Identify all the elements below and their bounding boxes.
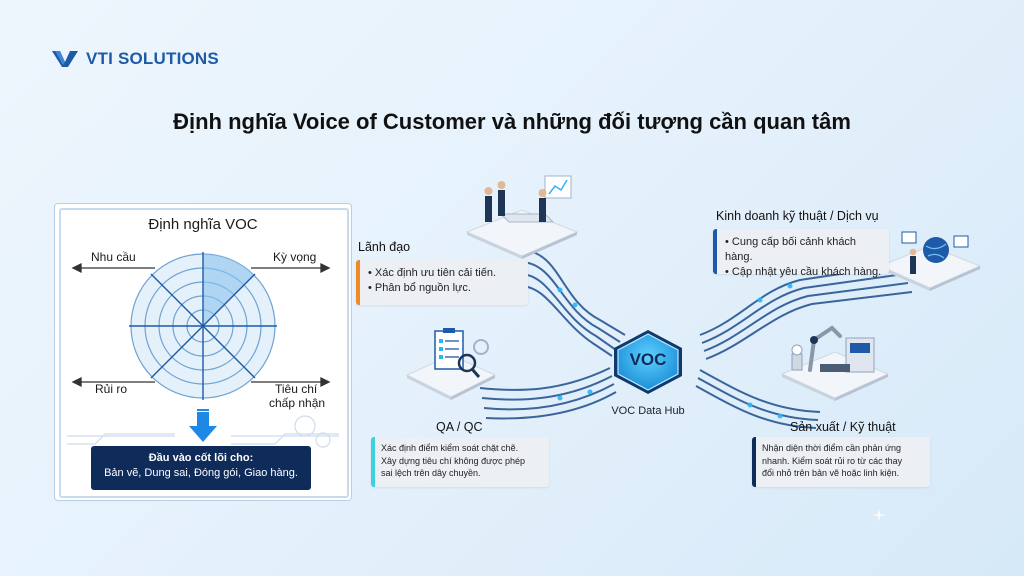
voc-panel-border bbox=[59, 208, 349, 498]
link-production bbox=[699, 369, 821, 413]
qa-line-1: Xác định điểm kiểm soát chặt chẽ. bbox=[381, 443, 519, 453]
voc-radar-diagram bbox=[67, 252, 339, 448]
production-line-3: đổi nhỏ trên bản vẽ hoặc linh kiện. bbox=[762, 468, 900, 478]
production-label: Sản xuất / Kỹ thuật bbox=[790, 420, 896, 434]
label-expectations: Kỳ vọng bbox=[273, 250, 317, 264]
vti-logo: VTI SOLUTIONS bbox=[52, 49, 219, 69]
production-illustration bbox=[780, 325, 890, 401]
qa-label: QA / QC bbox=[436, 420, 483, 434]
qa-illustration bbox=[405, 328, 497, 400]
label-needs: Nhu cầu bbox=[91, 250, 136, 264]
hub-label: VOC bbox=[629, 350, 667, 369]
production-card: Nhận diện thời điểm cần phản ứng nhanh. … bbox=[752, 437, 930, 487]
sales-point-2: • Cập nhật yêu cầu khách hàng. bbox=[725, 266, 882, 278]
logo-text: VTI SOLUTIONS bbox=[86, 49, 219, 68]
sparkle-icon bbox=[872, 508, 886, 522]
core-input-box: Đầu vào cốt lõi cho: Bản vẽ, Dung sai, Đ… bbox=[91, 446, 311, 490]
link-sales bbox=[699, 264, 901, 336]
highlight-segment bbox=[203, 253, 254, 326]
sales-label: Kinh doanh kỹ thuật / Dịch vụ bbox=[716, 209, 879, 223]
link-qa bbox=[479, 367, 611, 391]
qa-line-3: sai lệch trên dây chuyền. bbox=[381, 468, 481, 478]
core-input-text: Bản vẽ, Dung sai, Đóng gói, Giao hàng. bbox=[104, 467, 298, 479]
leadership-point-1: • Xác định ưu tiên cải tiến. bbox=[368, 267, 497, 279]
qa-card: Xác định điểm kiểm soát chặt chẽ. Xây dự… bbox=[371, 437, 549, 487]
link-leadership bbox=[519, 249, 626, 336]
qa-line-2: Xây dựng tiêu chí không được phép bbox=[381, 455, 526, 466]
leadership-label: Lãnh đạo bbox=[358, 240, 411, 254]
voc-hub bbox=[614, 330, 682, 394]
label-acceptance-criteria-2: chấp nhận bbox=[269, 396, 326, 410]
label-acceptance-criteria-1: Tiêu chí bbox=[275, 382, 318, 396]
voc-definition-panel: Định nghĩa VOC Nhu cầu Kỳ vọng Rủi ro Ti… bbox=[54, 203, 352, 501]
leadership-card: • Xác định ưu tiên cải tiến. • Phân bổ n… bbox=[356, 260, 528, 305]
label-risks: Rủi ro bbox=[95, 382, 128, 396]
sales-accent-bar bbox=[713, 229, 717, 274]
leadership-accent-bar bbox=[356, 260, 360, 305]
vti-logo-icon bbox=[52, 51, 78, 67]
hub-caption: VOC Data Hub bbox=[611, 405, 685, 417]
production-line-1: Nhận diện thời điểm cần phản ứng bbox=[762, 443, 902, 453]
core-input-title: Đầu vào cốt lõi cho: bbox=[148, 452, 254, 464]
voc-panel-heading: Định nghĩa VOC bbox=[148, 216, 258, 233]
down-arrow-icon bbox=[189, 409, 217, 442]
production-accent-bar bbox=[752, 437, 756, 487]
sales-card: • Cung cấp bối cảnh khách hàng. • Cập nh… bbox=[713, 229, 889, 278]
sales-point-1: • Cung cấp bối cảnh khách hàng. bbox=[725, 236, 857, 263]
leadership-point-2: • Phân bổ nguồn lực. bbox=[368, 282, 471, 294]
page-title: Định nghĩa Voice of Customer và những đố… bbox=[173, 109, 851, 134]
production-line-2: nhanh. Kiểm soát rủi ro từ các thay bbox=[762, 455, 903, 466]
qa-accent-bar bbox=[371, 437, 375, 487]
sales-illustration bbox=[878, 231, 982, 291]
leadership-illustration bbox=[465, 175, 579, 259]
